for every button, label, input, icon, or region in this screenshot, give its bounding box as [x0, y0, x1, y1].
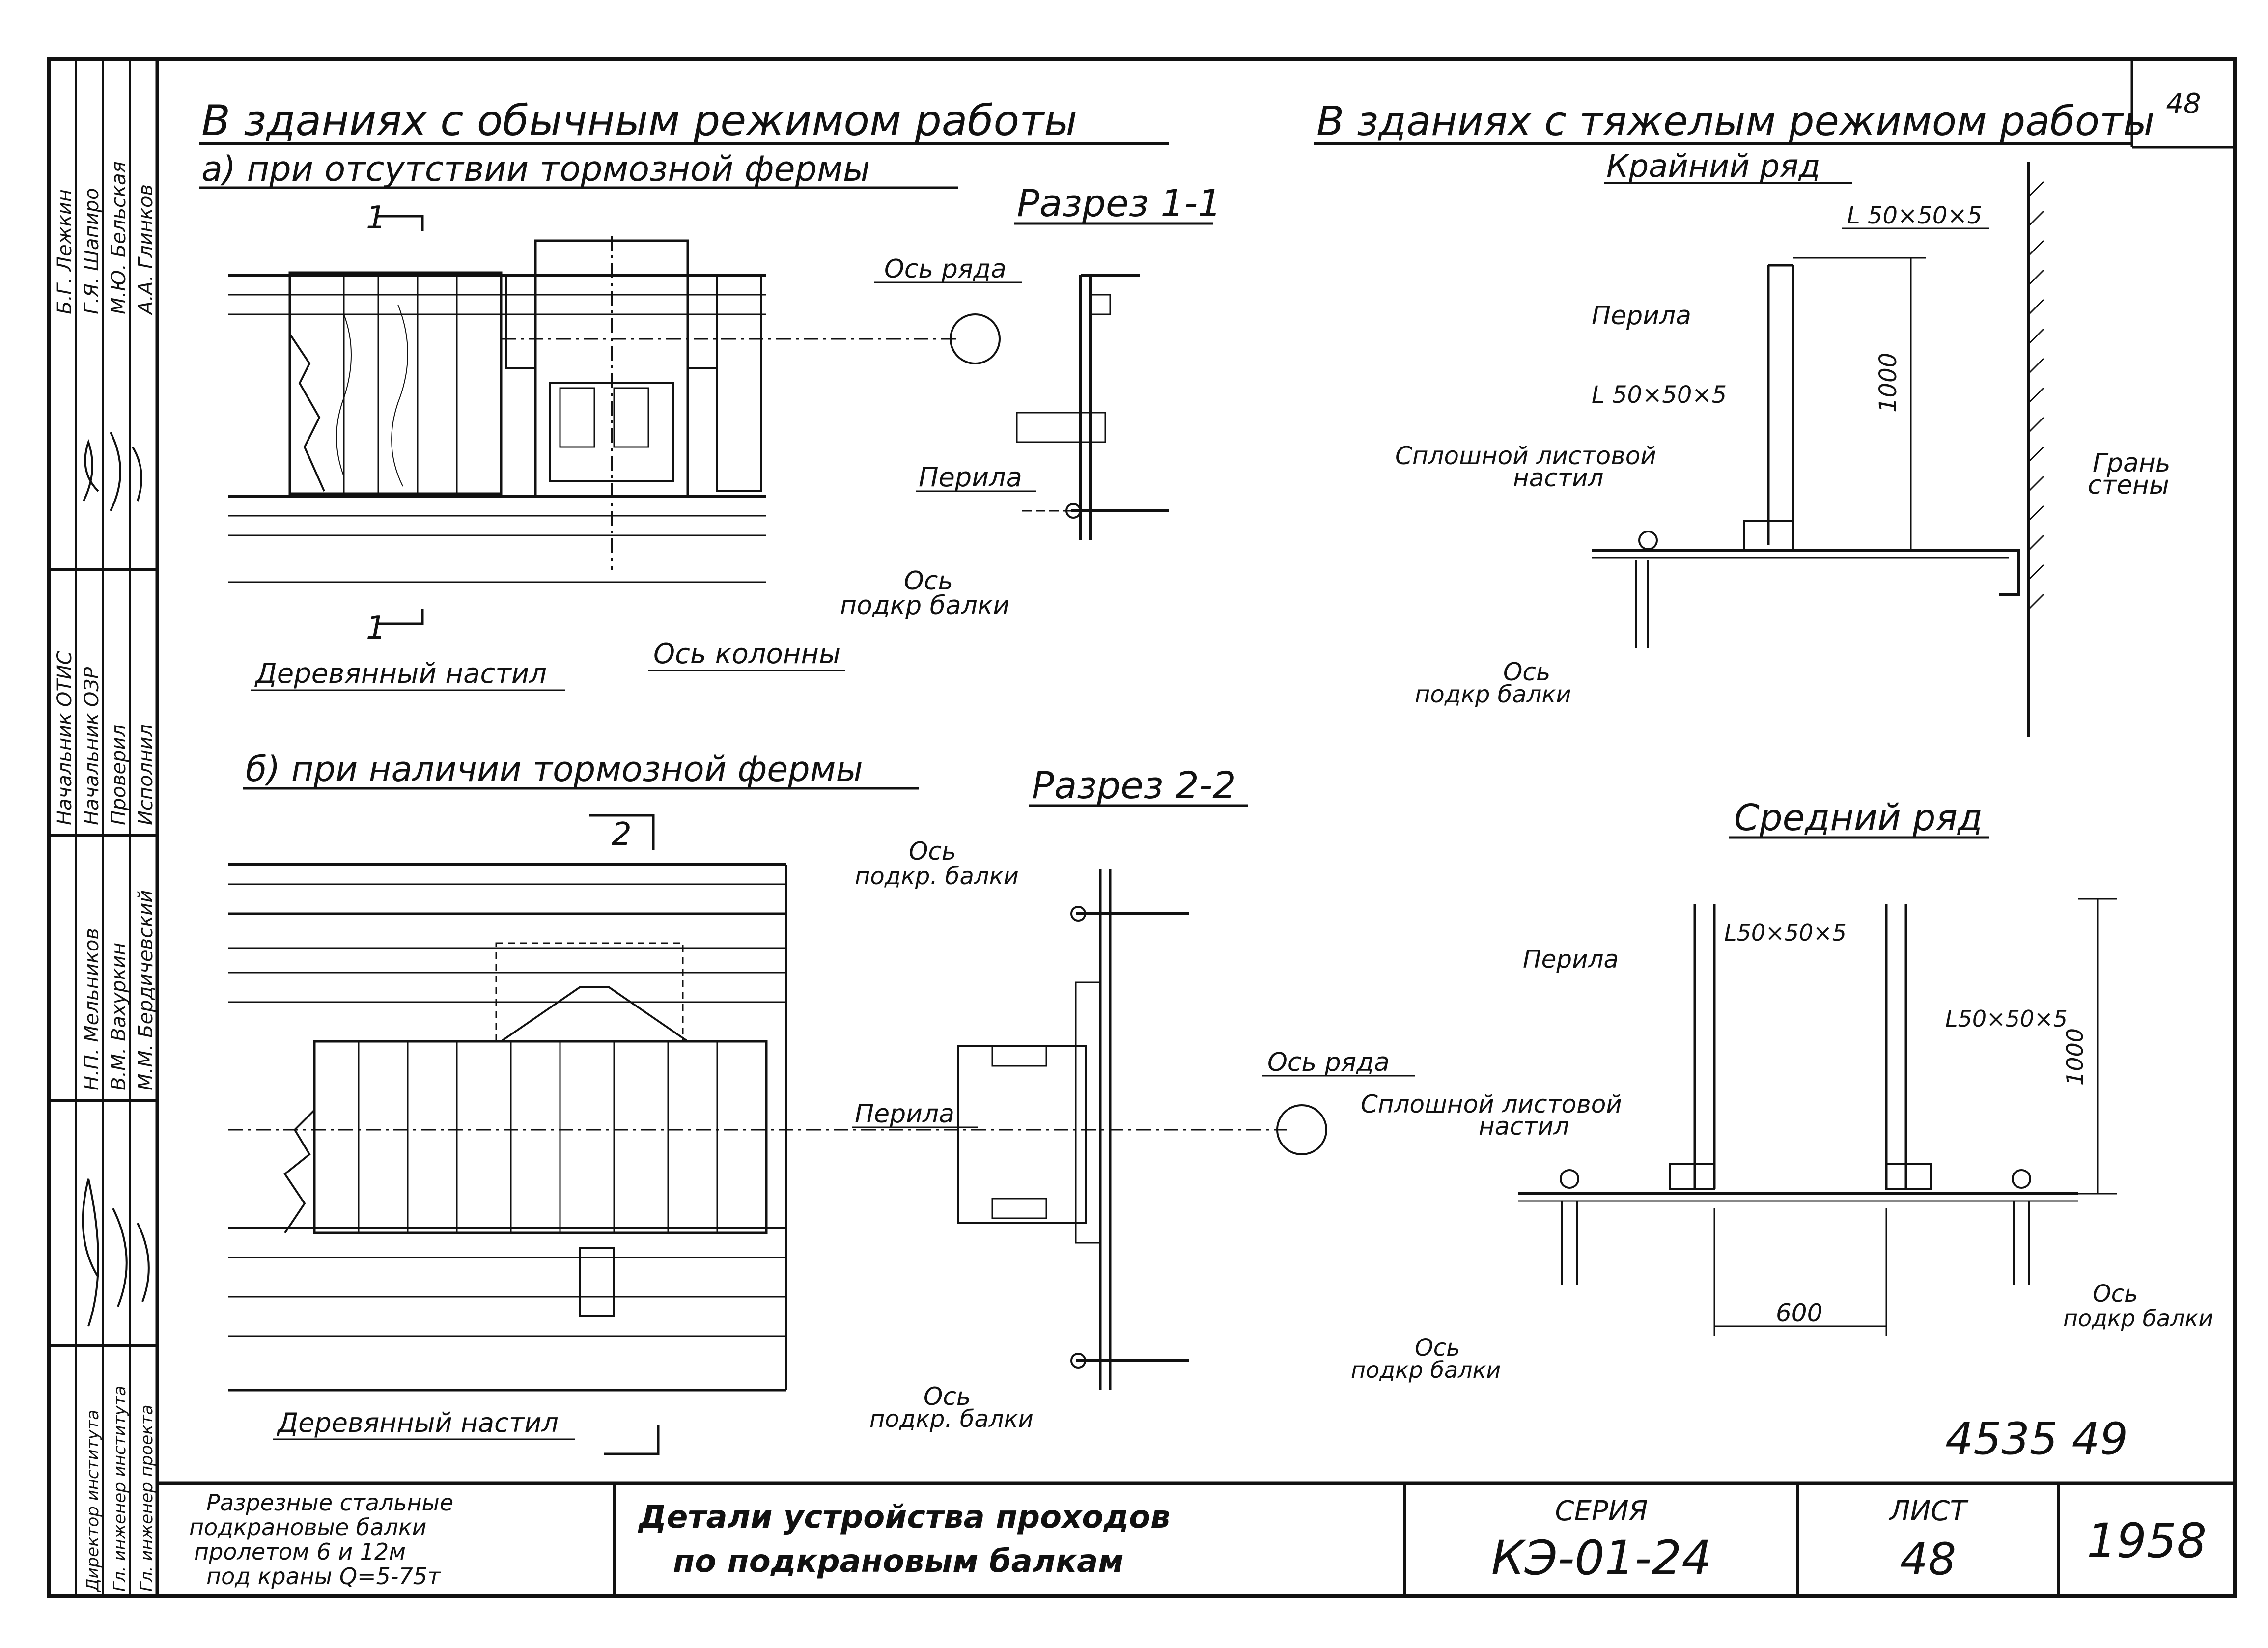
railing-label-2: Перила — [855, 1099, 954, 1129]
wall-face-2: стены — [2088, 471, 2169, 500]
cut-1-bottom: 1 — [366, 610, 386, 646]
solid-deck-2a: Сплошной листовой — [1361, 1090, 1622, 1118]
railing-label-1: Перила — [919, 462, 1022, 493]
row-axis-bubble-1 — [950, 313, 1001, 364]
role-1: Начальник ОТИС — [54, 651, 76, 825]
beam-axis-4-bottom: подкр балки — [1415, 681, 1571, 708]
year: 1958 — [2087, 1513, 2207, 1568]
beam-axis-3-top: Ось — [924, 1382, 971, 1411]
middle-row-title: Средний ряд — [1734, 797, 1983, 839]
solid-deck-2b: настил — [1479, 1112, 1569, 1141]
cut-2-mark: 2 — [612, 816, 632, 853]
name-3: М.Ю. Бельская — [108, 161, 130, 314]
stamp-desc-2: подкрановые балки — [189, 1514, 426, 1540]
beam-axis-1-bottom: подкр балки — [840, 591, 1009, 620]
name-2: Г.Я. Шапиро — [81, 188, 103, 314]
beam-axis-5-bottom: подкр балки — [2063, 1305, 2213, 1332]
left-heading: В зданиях с обычным режимом работы — [201, 96, 1077, 145]
name-5: Н.П. Мельников — [81, 928, 103, 1090]
name-7: М.М. Бердичевский — [135, 890, 157, 1090]
solid-deck-1b: настил — [1513, 464, 1603, 492]
wall-face-1: Грань — [2093, 448, 2171, 478]
variant-b-title: б) при наличии тормозной фермы — [246, 749, 863, 789]
angle-label-1: L 50×50×5 — [1847, 202, 1982, 229]
stamp-desc-4: под краны Q=5-75т — [206, 1563, 441, 1590]
railing-label-3: Перила — [1592, 301, 1691, 331]
side-stamp: Начальник ОТИС Начальник ОЗР Проверил Ис… — [49, 59, 157, 1596]
angle-label-3: L50×50×5 — [1724, 920, 1847, 946]
role-5: Директор института — [83, 1410, 103, 1592]
edge-row-title: Крайний ряд — [1606, 148, 1820, 185]
corner-sheet-number: 48 — [2166, 88, 2201, 120]
solid-deck-1a: Сплошной листовой — [1395, 442, 1656, 470]
beam-axis-2-bottom: подкр. балки — [855, 863, 1019, 890]
width-dim: 600 — [1776, 1299, 1822, 1327]
plan-a-drawing — [228, 215, 958, 625]
series-value: КЭ-01-24 — [1491, 1531, 1712, 1586]
height-dim-2: 1000 — [2062, 1028, 2088, 1086]
role-6: Гл. инженер института — [110, 1386, 130, 1592]
row-axis-bubble-2 — [1276, 1104, 1327, 1155]
row-axis-label-1: Ось ряда — [884, 254, 1007, 284]
name-4: А.А. Глинков — [135, 184, 157, 316]
wood-deck-label-2: Деревянный настил — [277, 1407, 559, 1438]
beam-axis-4-top: Ось — [1503, 658, 1550, 686]
beam-axis-3-bottom: подкр. балки — [869, 1405, 1034, 1433]
outer-frame — [47, 57, 2237, 1598]
wood-deck-label-1: Деревянный настил — [254, 658, 547, 690]
sheet-value: 48 — [1900, 1534, 1957, 1585]
stamp-desc-3: пролетом 6 и 12м — [194, 1538, 406, 1565]
title-block — [613, 1483, 2060, 1596]
variant-a-title: а) при отсутствии тормозной фермы — [201, 149, 870, 189]
edge-row-drawing — [1592, 162, 2044, 737]
role-3: Проверил — [108, 725, 130, 825]
handwritten-number: 4535 49 — [1945, 1413, 2128, 1465]
beam-axis-5-top: Ось — [2093, 1280, 2138, 1308]
stamp-title-1: Детали устройства проходов — [638, 1499, 1170, 1536]
right-heading: В зданиях с тяжелым режимом работы — [1316, 98, 2155, 145]
middle-row-drawing — [1518, 898, 2117, 1336]
plan-b-drawing — [228, 863, 1287, 1455]
cut-1-top: 1 — [366, 200, 386, 236]
role-4: Исполнил — [135, 724, 157, 825]
beam-axis-2-top: Ось — [909, 837, 956, 866]
beam-axis-6-bottom: подкр балки — [1351, 1357, 1501, 1383]
signatures-top — [83, 432, 142, 511]
section-2-title: Разрез 2-2 — [1032, 763, 1236, 807]
section-1-drawing — [1016, 274, 1169, 540]
row-axis-label-2: Ось ряда — [1267, 1048, 1390, 1077]
railing-label-4: Перила — [1523, 945, 1619, 974]
angle-label-2: L 50×50×5 — [1592, 381, 1727, 409]
name-6: В.М. Вахуркин — [108, 943, 130, 1090]
role-2: Начальник ОЗР — [81, 667, 103, 825]
angle-label-4: L50×50×5 — [1945, 1006, 2068, 1032]
role-7: Гл. инженер проекта — [137, 1405, 157, 1592]
series-label: СЕРИЯ — [1555, 1495, 1648, 1527]
name-1: Б.Г. Лежкин — [54, 189, 76, 314]
beam-axis-1-top: Ось — [904, 566, 953, 596]
section-1-title: Разрез 1-1 — [1017, 181, 1222, 225]
section-2-drawing — [957, 869, 1189, 1390]
sheet-label: ЛИСТ — [1888, 1495, 1968, 1527]
stamp-title-2: по подкрановым балкам — [673, 1543, 1124, 1580]
beam-axis-6-top: Ось — [1415, 1334, 1460, 1362]
height-dim-1: 1000 — [1875, 353, 1902, 413]
signatures-bottom — [82, 1178, 150, 1327]
column-axis-label: Ось колонны — [653, 638, 840, 670]
stamp-desc-1: Разрезные стальные — [206, 1489, 453, 1516]
